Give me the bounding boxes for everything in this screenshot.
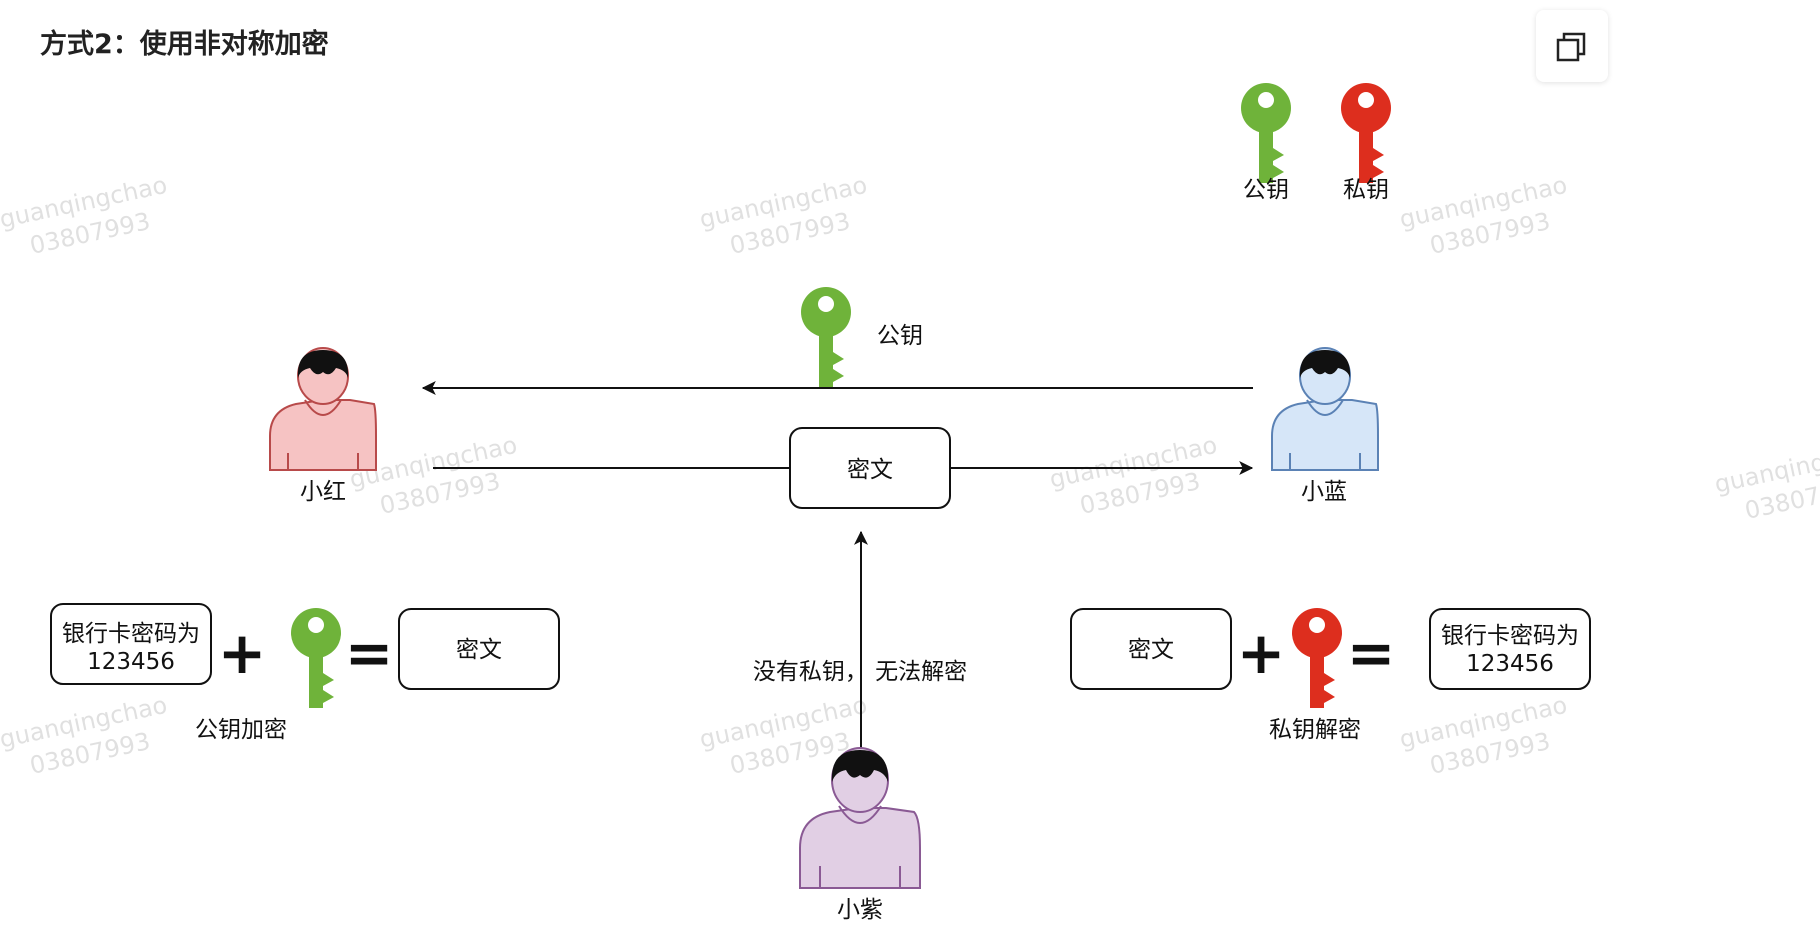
watermark: guanqingchao 03807993 [1397, 691, 1570, 780]
key-hole [1309, 617, 1325, 633]
right-equation: 密文 + = 银行卡密码为 123456 私钥解密 [1070, 608, 1591, 743]
flow-public-key-label: 公钥 [877, 323, 923, 349]
person-icon [1271, 347, 1379, 471]
equals-sign: = [345, 619, 394, 687]
legend: 公钥 私钥 [1241, 83, 1391, 203]
ciphertext-input-label: 密文 [1128, 637, 1174, 663]
person-xiaolan: 小蓝 [1271, 347, 1379, 505]
key-hole [308, 617, 324, 633]
ciphertext-result-box [398, 608, 560, 690]
plus-sign: + [218, 619, 267, 687]
person-icon [269, 347, 377, 471]
page-title: 方式2：使用非对称加密 [40, 29, 329, 60]
person-xiaozi: 小紫 [799, 747, 921, 923]
person-name-xiaohong: 小红 [300, 479, 346, 505]
plaintext-result-box [1429, 608, 1591, 690]
watermark: guanqingchao 03807993 [1397, 171, 1570, 260]
legend-private-key-label: 私钥 [1343, 177, 1389, 203]
person-xiaohong: 小红 [269, 347, 377, 505]
watermark: guanqingchao 03807993 [0, 691, 170, 780]
person-icon [799, 747, 921, 889]
person-name-xiaozi: 小紫 [837, 897, 883, 923]
key-hole [1258, 92, 1274, 108]
watermark: guanqingchao 03807993 [0, 171, 170, 260]
public-key-encrypt-caption: 公钥加密 [195, 717, 287, 743]
watermark: guanqingchao 03807993 [1047, 431, 1220, 520]
copy-button[interactable] [1536, 10, 1608, 82]
plaintext-result-line2: 123456 [1466, 651, 1554, 677]
watermark: guanqingchao 03807993 [697, 171, 870, 260]
equals-sign: = [1347, 619, 1396, 687]
copy-icon [1556, 32, 1586, 62]
legend-public-key-label: 公钥 [1243, 177, 1289, 203]
ciphertext-box [789, 427, 951, 509]
key-hole [1358, 92, 1374, 108]
watermark: guanqingchao 03807993 [1712, 436, 1820, 525]
plaintext-result-line1: 银行卡密码为 [1441, 623, 1579, 649]
ciphertext-input-box [1070, 608, 1232, 690]
plus-sign: + [1237, 619, 1286, 687]
private-key-decrypt-caption: 私钥解密 [1269, 717, 1361, 743]
ciphertext-box-label: 密文 [847, 457, 893, 483]
key-hole [818, 296, 834, 312]
left-equation: 银行卡密码为 123456 + = 密文 公钥加密 [50, 603, 560, 743]
plaintext-box [50, 603, 212, 685]
plaintext-line1: 银行卡密码为 [62, 621, 200, 647]
person-name-xiaolan: 小蓝 [1301, 479, 1347, 505]
attacker-note: 没有私钥， 无法解密 [753, 659, 967, 685]
ciphertext-result-label: 密文 [456, 637, 502, 663]
plaintext-line2: 123456 [87, 649, 175, 675]
